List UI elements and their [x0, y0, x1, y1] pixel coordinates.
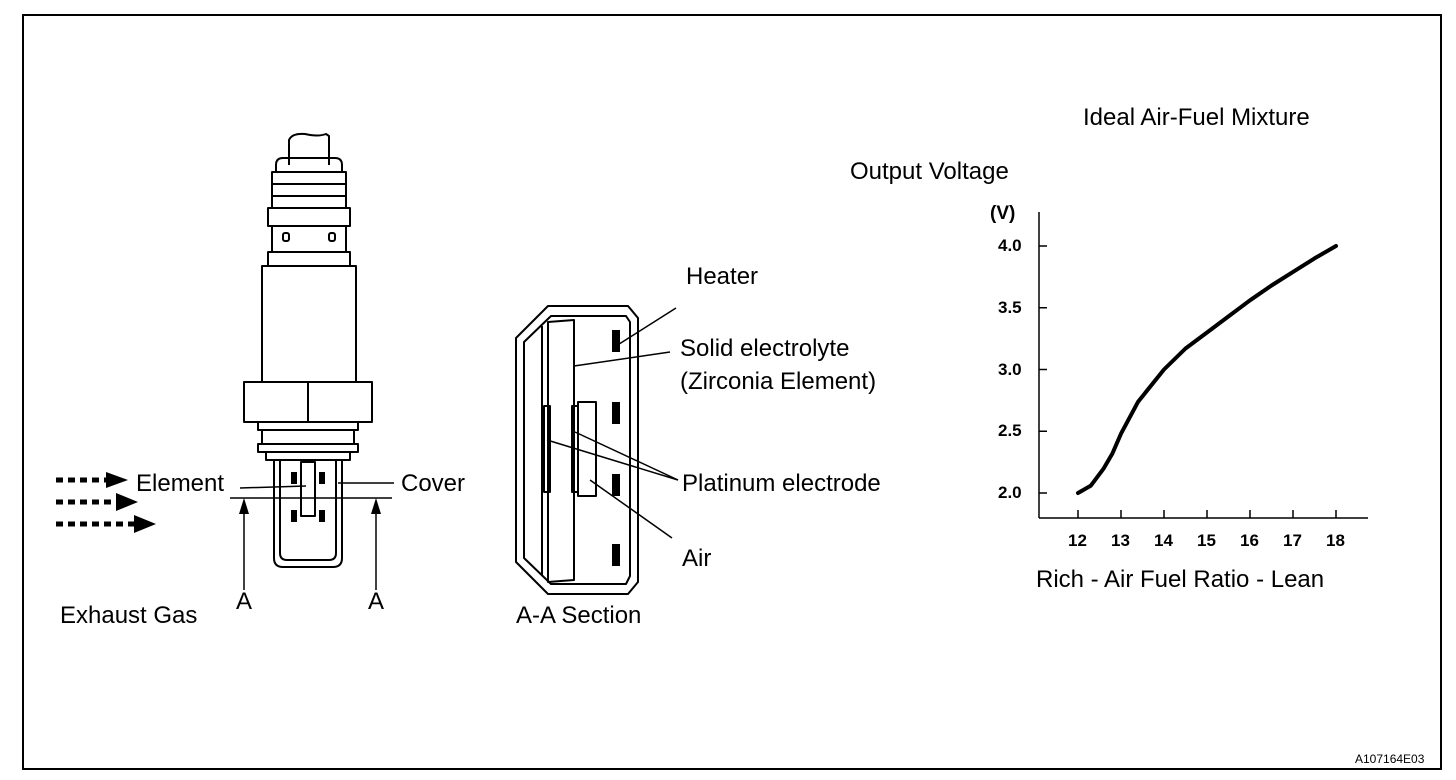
oxygen-sensor-illustration	[243, 132, 373, 568]
section-cut-line	[230, 497, 392, 590]
chart-axes	[1038, 212, 1368, 519]
section-mark-left: A	[236, 588, 253, 615]
figure-frame	[22, 14, 1442, 770]
chart-y-unit: (V)	[990, 203, 1016, 224]
solid-electrolyte-label: Solid electrolyte	[680, 335, 850, 362]
heater-label: Heater	[686, 263, 759, 290]
x-tick-label: 15	[1197, 531, 1216, 550]
air-label: Air	[682, 545, 712, 572]
section-mark-right: A	[368, 588, 385, 615]
exhaust-gas-label: Exhaust Gas	[60, 602, 198, 629]
voltage-curve	[1076, 244, 1338, 495]
y-tick-label: 2.0	[998, 483, 1022, 502]
cover-holes	[291, 472, 325, 522]
x-tick-label: 18	[1326, 531, 1345, 550]
heater-elements	[612, 330, 620, 566]
element-leader	[239, 485, 307, 489]
x-tick-label: 16	[1240, 531, 1259, 550]
section-view	[515, 305, 639, 595]
x-tick-label: 13	[1111, 531, 1130, 550]
zirconia-element-label: (Zirconia Element)	[680, 368, 877, 395]
element-label: Element	[136, 470, 225, 497]
chart-x-axis-label: Rich - Air Fuel Ratio - Lean	[1036, 566, 1325, 593]
cover-label: Cover	[401, 470, 466, 497]
figure-code: A107164E03	[1355, 752, 1425, 766]
x-tick-label: 12	[1068, 531, 1087, 550]
y-tick-label: 3.0	[998, 359, 1022, 379]
exhaust-gas-arrows	[56, 472, 156, 533]
section-leaders	[546, 307, 679, 539]
chart-y-axis-label: Output Voltage	[850, 158, 1009, 185]
y-tick-label: 2.5	[998, 421, 1022, 441]
y-tick-label: 3.5	[998, 297, 1022, 317]
y-tick-label: 4.0	[998, 236, 1022, 255]
chart-title: Ideal Air-Fuel Mixture	[1083, 104, 1310, 131]
x-tick-label: 14	[1154, 531, 1173, 550]
platinum-electrode-label: Platinum electrode	[682, 470, 881, 497]
section-caption: A-A Section	[516, 602, 642, 629]
x-tick-label: 17	[1283, 531, 1302, 550]
chart-ticks	[1039, 245, 1337, 518]
